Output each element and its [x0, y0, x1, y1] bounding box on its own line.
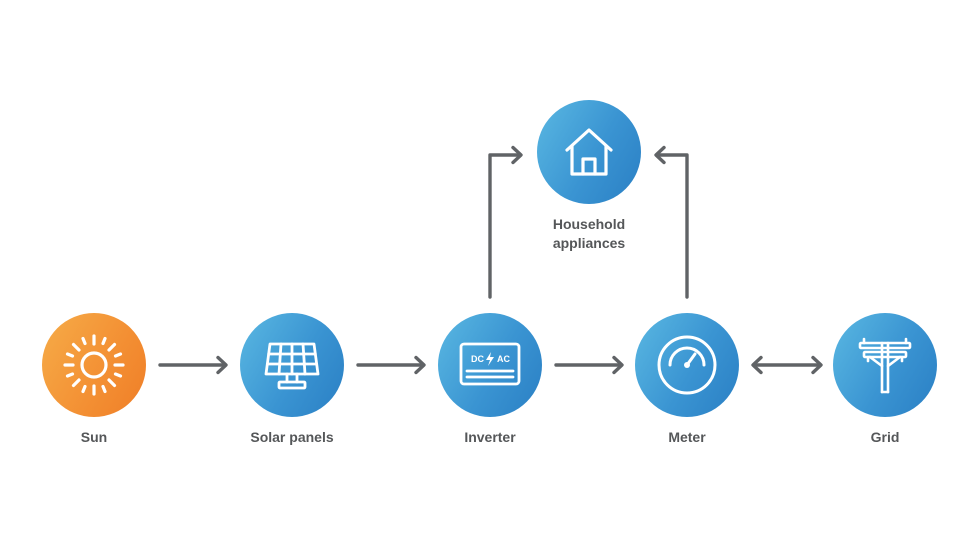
grid-label: Grid — [870, 429, 900, 445]
meter-node — [635, 313, 739, 417]
solar-panel-icon — [264, 342, 320, 390]
inverter-ac-text: AC — [497, 354, 510, 364]
solar-panels-label: Solar panels — [250, 429, 334, 445]
sun-node — [42, 313, 146, 417]
arrow-meter-grid-bidirectional — [751, 355, 823, 375]
household-node — [537, 100, 641, 204]
inverter-icon: DC AC — [459, 342, 521, 386]
solar-panels-node — [240, 313, 344, 417]
sun-icon — [63, 334, 125, 396]
arrow-inverter-to-meter — [554, 355, 624, 375]
household-label-line1: Household — [552, 216, 626, 232]
meter-label: Meter — [668, 429, 706, 445]
inverter-label: Inverter — [464, 429, 516, 445]
arrow-inverter-to-household — [488, 145, 523, 299]
arrow-meter-to-household — [654, 145, 689, 299]
arrow-solar-to-inverter — [356, 355, 426, 375]
power-pole-icon — [858, 337, 912, 394]
house-icon — [565, 128, 613, 176]
household-label-line2: appliances — [552, 235, 626, 251]
inverter-dc-text: DC — [471, 354, 484, 364]
bolt-icon — [486, 352, 494, 366]
gauge-icon — [657, 335, 717, 395]
inverter-node: DC AC — [438, 313, 542, 417]
household-label: Household appliances — [509, 215, 669, 253]
grid-node — [833, 313, 937, 417]
sun-label: Sun — [80, 429, 108, 445]
arrow-sun-to-solar — [158, 355, 228, 375]
